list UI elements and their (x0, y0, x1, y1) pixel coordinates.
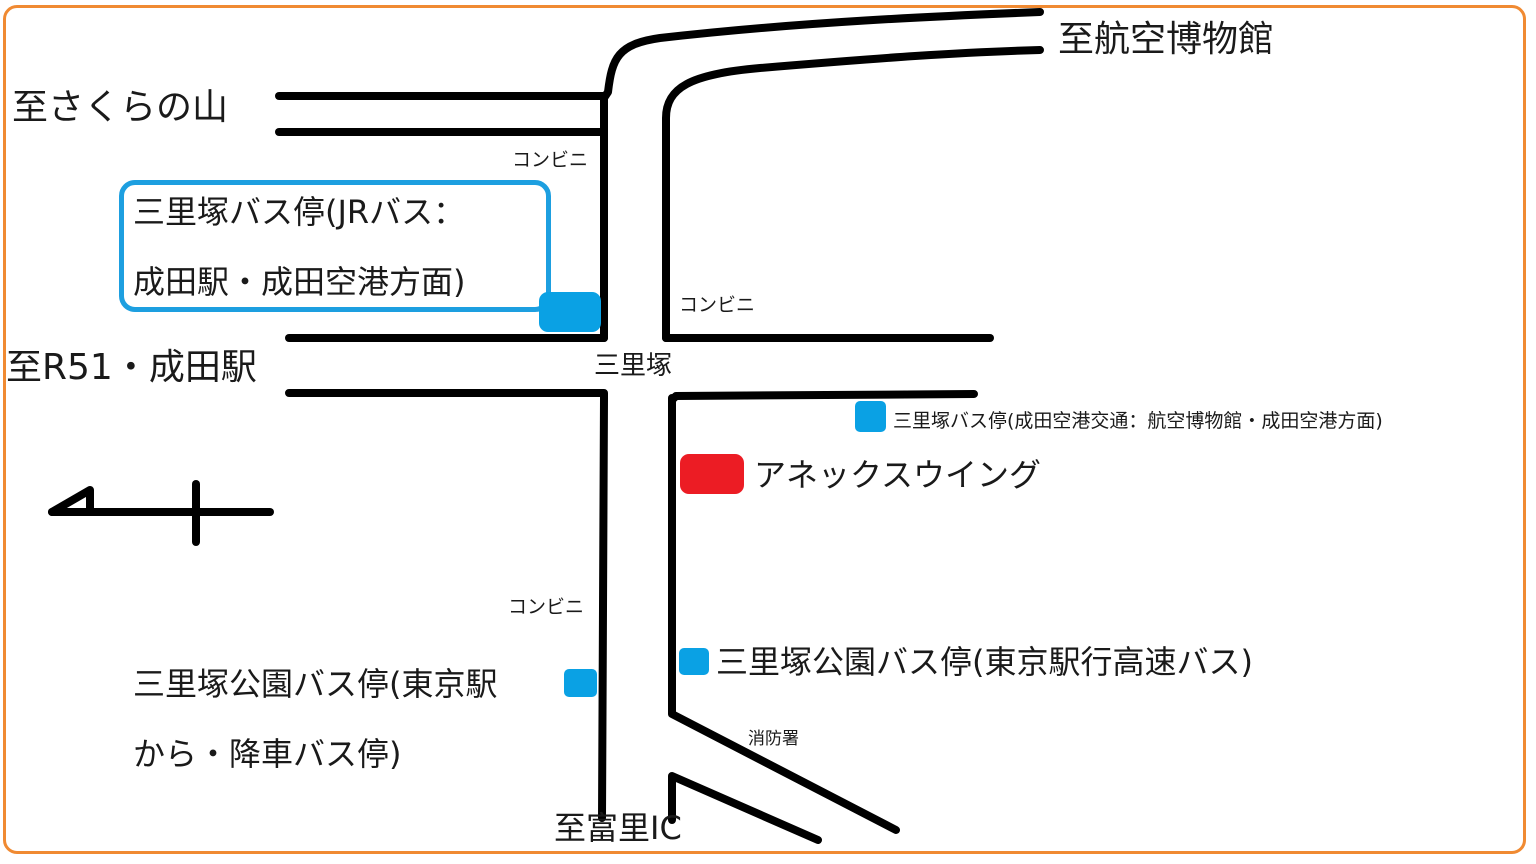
bus-stop-marker-icon (855, 401, 886, 432)
direction-label-museum: 至航空博物館 (1058, 19, 1275, 60)
kotsu-bus-stop-label: 三里塚バス停(成田空港交通：航空博物館・成田空港方面) (893, 410, 1383, 432)
map-frame (3, 5, 1526, 854)
road-south-east-branch (668, 772, 822, 844)
jr-bus-stop-callout (119, 180, 551, 312)
bus-stop-marker-icon (564, 669, 597, 697)
park-bus-stop-west-label-line1: 三里塚公園バス停(東京駅 (133, 665, 498, 703)
direction-label-tomisato: 至富里IC (554, 809, 682, 847)
bus-stop-marker-icon (679, 648, 709, 675)
road-north-east-edge (662, 46, 1044, 342)
road-south-east-edge (668, 394, 900, 834)
hotel-marker-icon (680, 454, 744, 494)
direction-label-sakura: 至さくらの山 (12, 87, 229, 128)
road-west-lower (285, 389, 608, 402)
intersection-label: 三里塚 (594, 351, 673, 381)
jr-bus-stop-label-line2: 成田駅・成田空港方面) (133, 263, 466, 301)
convenience-store-label-sw: コンビニ (508, 596, 585, 618)
convenience-store-label-ne: コンビニ (679, 294, 756, 316)
hotel-label: アネックスウイング (754, 456, 1042, 494)
fire-station-label: 消防署 (748, 729, 799, 749)
park-bus-stop-east-label: 三里塚公園バス停(東京駅行高速バス) (716, 643, 1253, 681)
north-arrow-icon (48, 480, 274, 546)
jr-bus-stop-label-line1: 三里塚バス停(JRバス： (133, 193, 466, 231)
direction-label-narita-station: 至R51・成田駅 (6, 347, 257, 388)
bus-stop-marker-icon (539, 292, 601, 332)
road-north-west-edge (600, 8, 1044, 342)
park-bus-stop-west-label-line2: から・降車バス停) (133, 735, 402, 773)
road-east-lower (668, 390, 978, 404)
convenience-store-label-nw: コンビニ (512, 149, 589, 171)
road-south-west-edge (598, 394, 608, 822)
